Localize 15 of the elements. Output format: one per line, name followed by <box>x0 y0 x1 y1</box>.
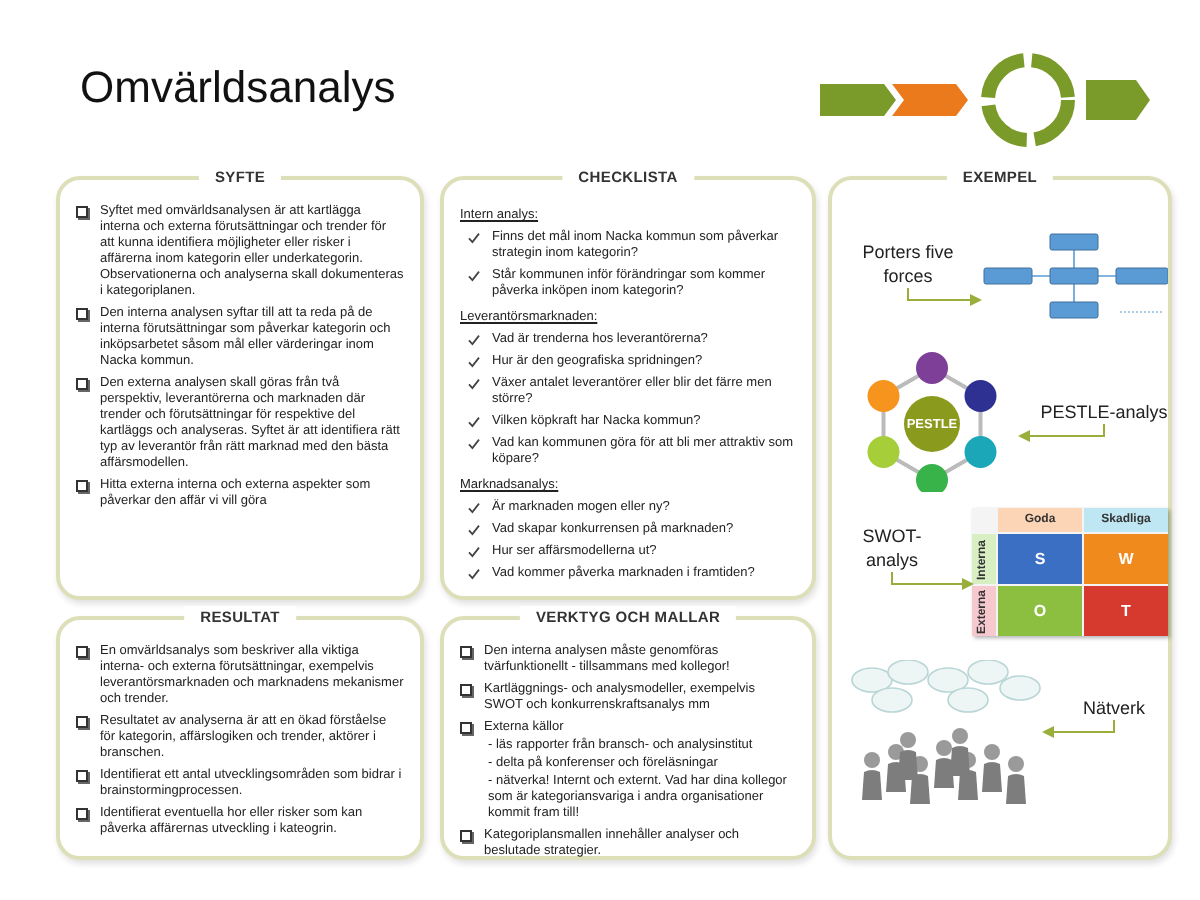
page-title: Omvärldsanalys <box>80 60 396 116</box>
swot-quadrant: W <box>1084 534 1168 584</box>
example-label: PESTLE-analys <box>1040 400 1168 424</box>
arrow <box>1042 719 1115 738</box>
swot-quadrant: S <box>998 534 1082 584</box>
swot-matrix <box>972 508 1168 636</box>
example-label: Porters five forces <box>848 240 968 288</box>
hierarchy-chart-drawing <box>980 228 1168 324</box>
example-label: Nätverk <box>1068 696 1160 720</box>
arrow <box>891 571 974 590</box>
swot-quadrant: O <box>998 586 1082 636</box>
arrow <box>1018 423 1105 442</box>
arrow <box>907 287 982 306</box>
example-label: SWOT-analys <box>848 524 936 572</box>
swot-quadrant: T <box>1084 586 1168 636</box>
